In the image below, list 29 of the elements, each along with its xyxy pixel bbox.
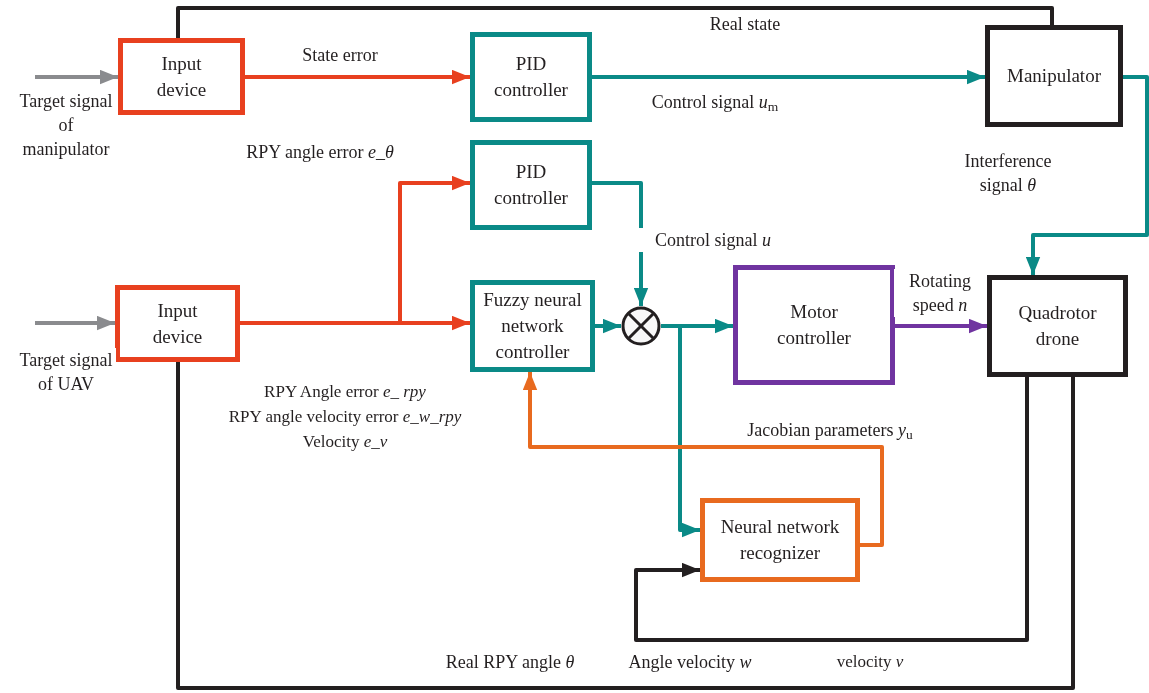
block-label: Input device [155,51,208,102]
block-box [470,32,592,122]
block-box [115,285,240,362]
block-box [733,265,895,385]
arrow [592,181,649,306]
block-label: Input device [151,298,204,349]
block-label: Quadrotor drone [1017,301,1098,351]
block-box [987,275,1128,377]
arrow [634,377,1029,642]
block-label: Manipulator [1007,64,1101,88]
block-label: Neural network recognizer [719,515,841,565]
block-box [118,38,245,115]
block-label: PID controller [493,52,569,102]
block-box [470,280,595,372]
block-box [700,498,860,582]
arrow [661,324,700,538]
arrow [35,315,115,331]
block-box [470,140,592,230]
arrow [35,69,118,85]
arrow [1025,75,1149,275]
arrow [595,318,621,334]
arrow [245,69,470,85]
block-label: Fuzzy neural network controller [482,288,583,364]
block-box [985,25,1123,127]
arrow [592,69,985,85]
arrow [895,318,987,334]
block-label: PID controller [493,160,569,210]
arrow [522,372,884,547]
block-label: Motor controller [776,300,852,350]
